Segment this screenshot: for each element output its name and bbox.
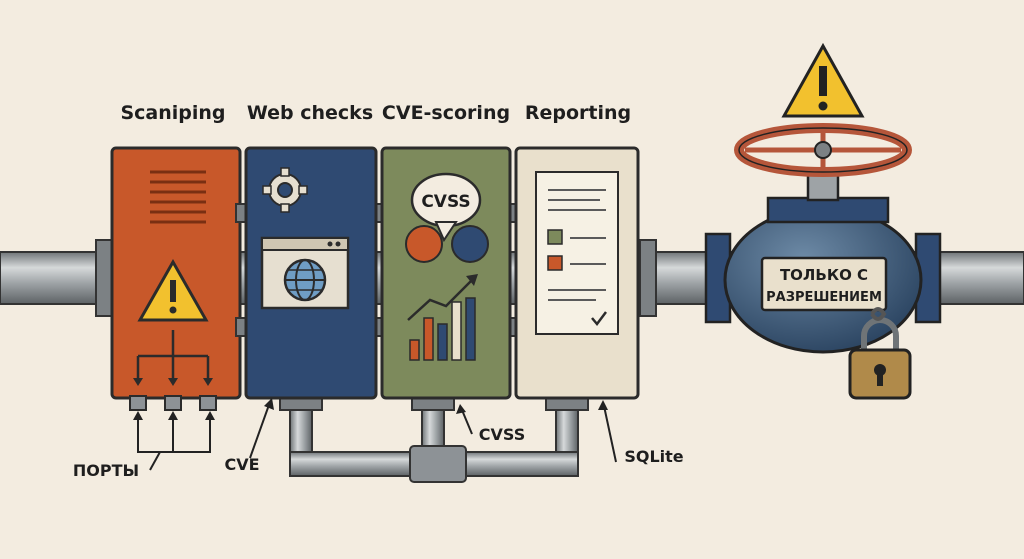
- callout-cve: CVE: [224, 455, 259, 474]
- gear-icon: [262, 167, 308, 213]
- callout-arrowheads: [133, 398, 608, 420]
- module-title-cve-scoring: CVE-scoring: [382, 102, 510, 124]
- permission-valve: [704, 123, 942, 354]
- module-web-checks: [244, 146, 378, 400]
- callout-arrows: [137, 401, 617, 471]
- valve-label-line1: ТОЛЬКО С: [780, 266, 868, 284]
- callout-sqlite: SQLite: [624, 447, 683, 466]
- top-warning-icon: [781, 42, 865, 118]
- module-scanning: [110, 146, 242, 411]
- module-title-scanning: Scaniping: [120, 102, 225, 124]
- callout-cvss: CVSS: [479, 425, 525, 444]
- module-cve-scoring: [380, 146, 512, 400]
- left-flange: [95, 239, 113, 317]
- pie-icon: [405, 225, 489, 263]
- callout-ports: ПОРТЫ: [73, 461, 139, 480]
- cvss-badge-label: CVSS: [421, 192, 470, 212]
- lower-pipe-network: [279, 395, 589, 483]
- valve-label-line2: РАЗРЕШЕНИЕМ: [766, 290, 882, 305]
- port-outputs: [136, 330, 210, 378]
- module-reporting: [514, 146, 640, 400]
- report-document-icon: [535, 171, 619, 335]
- browser-globe-icon: [260, 236, 350, 310]
- module-title-reporting: Reporting: [525, 102, 631, 124]
- valve-wheel: [734, 123, 912, 177]
- warning-icon: [137, 258, 209, 322]
- padlock-icon: [848, 307, 912, 400]
- module-title-web-checks: Web checks: [247, 102, 373, 124]
- cvss-bubble: [410, 172, 482, 243]
- bar-growth-icon: [407, 274, 478, 361]
- right-flange: [639, 239, 657, 317]
